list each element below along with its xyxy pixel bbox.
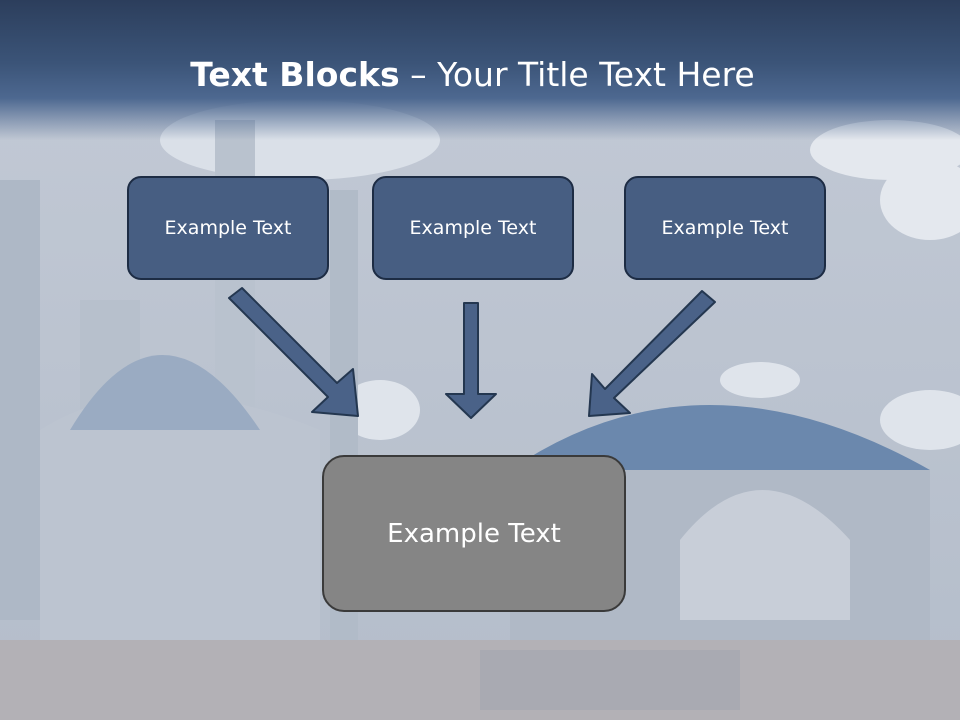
title-bar [0, 0, 960, 140]
text-block-right[interactable]: Example Text [624, 176, 826, 280]
title-rest: Your Title Text Here [437, 55, 755, 94]
text-block-label: Example Text [164, 217, 292, 239]
slide-title: Text Blocks – Your Title Text Here [0, 52, 945, 98]
text-block-left[interactable]: Example Text [127, 176, 329, 280]
text-block-center[interactable]: Example Text [372, 176, 574, 280]
result-block-label: Example Text [387, 518, 561, 549]
title-dash: – [399, 55, 438, 94]
result-block[interactable]: Example Text [322, 455, 626, 612]
text-block-label: Example Text [409, 217, 537, 239]
text-block-label: Example Text [661, 217, 789, 239]
title-bold: Text Blocks [190, 55, 400, 94]
